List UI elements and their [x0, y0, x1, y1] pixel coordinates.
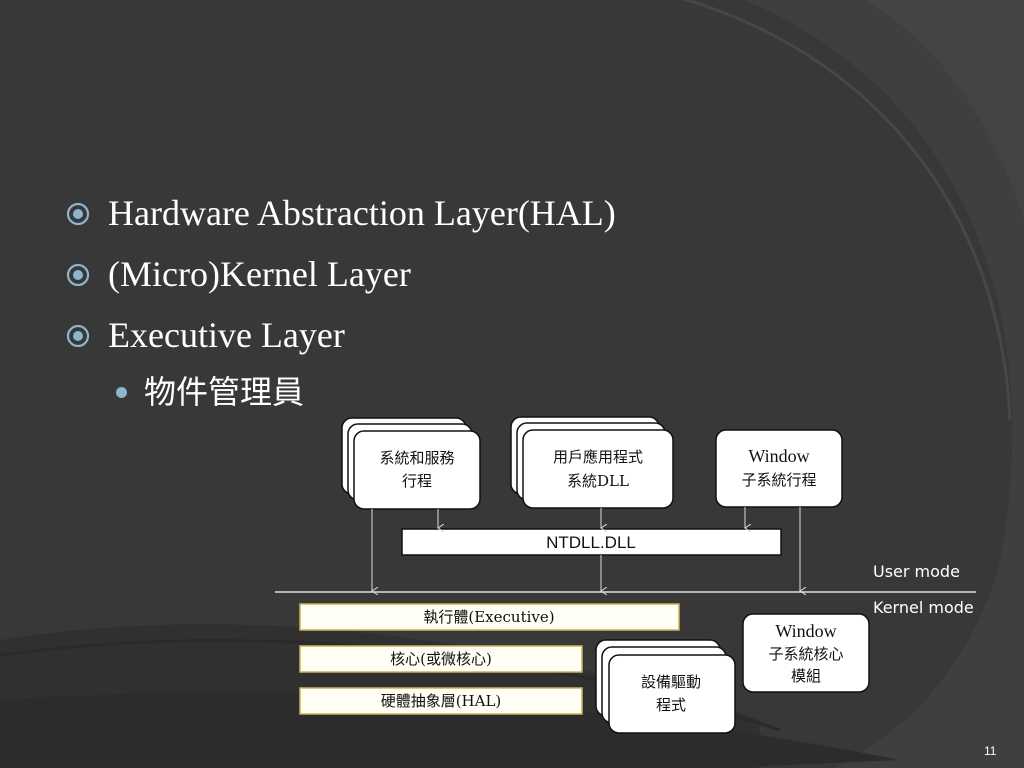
services-box-line2: 行程 — [402, 472, 432, 490]
kernel-mode-label: Kernel mode — [873, 598, 974, 617]
slide-page-number: 11 — [984, 744, 997, 758]
executive-layer-box: 執行體(Executive) — [299, 603, 680, 631]
services-box-line1: 系統和服務 — [379, 449, 454, 467]
dot-bullet-icon — [116, 387, 127, 398]
window-kernel-line1: Window — [775, 621, 836, 641]
circle-dot-bullet-icon — [66, 263, 90, 287]
drivers-line2: 程式 — [656, 696, 686, 714]
window-kernel-line2: 子系統核心 — [768, 645, 843, 663]
hal-layer-box: 硬體抽象層(HAL) — [299, 687, 583, 715]
window-process-line1: Window — [748, 446, 809, 466]
device-drivers-box: 設備驅動 程式 — [595, 639, 736, 734]
ntdll-label: NTDLL.DLL — [546, 533, 636, 552]
app-box-line1: 用戶應用程式 — [553, 448, 643, 466]
kernel-layer-box: 核心(或微核心) — [299, 645, 583, 673]
bullet-text: (Micro)Kernel Layer — [108, 254, 411, 294]
kernel-label: 核心(或微核心) — [390, 650, 492, 668]
ntdll-bar: NTDLL.DLL — [401, 528, 782, 556]
window-kernel-line3: 模組 — [791, 667, 821, 685]
services-process-box: 系統和服務 行程 — [341, 417, 481, 510]
drivers-line1: 設備驅動 — [641, 673, 701, 691]
circle-dot-bullet-icon — [66, 202, 90, 226]
user-mode-label: User mode — [873, 562, 960, 581]
circle-dot-bullet-icon — [66, 324, 90, 348]
hal-label: 硬體抽象層(HAL) — [381, 692, 502, 710]
window-kernel-module-box: Window 子系統核心 模組 — [742, 613, 870, 693]
app-box-line2: 系統DLL — [567, 472, 629, 490]
sub-bullet-text: 物件管理員 — [144, 373, 305, 411]
bullet-text: Hardware Abstraction Layer(HAL) — [108, 193, 616, 233]
bullet-text: Executive Layer — [108, 315, 345, 355]
window-subsystem-process-box: Window 子系統行程 — [715, 429, 843, 508]
window-process-line2: 子系統行程 — [741, 471, 816, 489]
executive-label: 執行體(Executive) — [423, 608, 554, 626]
user-app-dll-box: 用戶應用程式 系統DLL — [510, 416, 674, 509]
